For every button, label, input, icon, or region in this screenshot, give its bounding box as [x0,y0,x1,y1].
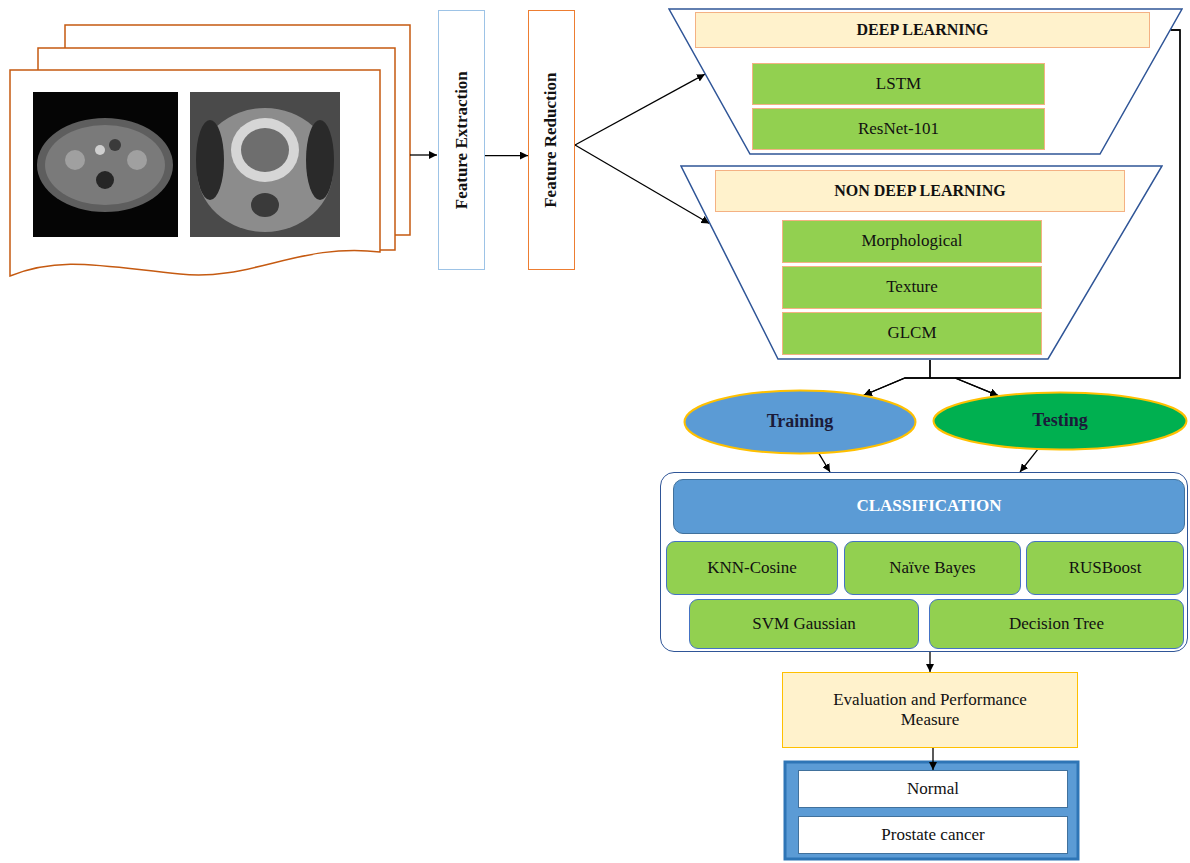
mri-muscle [196,120,224,200]
node-label: Feature Reduction [541,72,561,207]
classifier-box: Decision Tree [929,599,1184,649]
node-label: SVM Gaussian [752,614,855,634]
evaluation-box: Evaluation and Performance Measure [782,672,1078,748]
flow-arrow [930,360,998,396]
process-box: Feature Reduction [528,10,575,270]
ellipse-shape [934,393,1187,450]
flow-arrow [819,454,830,472]
mri-muscle [306,120,334,200]
flow-arrow [485,155,528,156]
classifier-panel: CLASSIFICATION KNN-Cosine Naïve Bayes RUSBo… [660,472,1188,652]
method-box: GLCM [782,312,1042,355]
classifier-box: KNN-Cosine [666,541,838,595]
mri-rectum [251,193,279,217]
header-band: NON DEEP LEARNING [715,170,1125,212]
flow-arrow [932,748,933,770]
flow-arrow [864,360,930,395]
phase-ellipse: Testing [932,391,1188,451]
method-box: Texture [782,266,1042,309]
input-arrow [410,154,437,155]
mri-organ [127,150,147,170]
mri-image [190,92,340,237]
classifier-box: RUSBoost [1026,541,1184,595]
node-label: Naïve Bayes [889,558,975,578]
mri-body [37,118,173,212]
mri-image [33,92,178,237]
mri-organ [95,145,105,155]
flow-arrow [1020,450,1038,472]
ellipse-shape [685,391,916,454]
method-box: Morphological [782,220,1042,263]
funnel-shape [669,9,1182,154]
mri-organ [109,139,121,151]
output-frame [785,762,1078,859]
funnel-group: NON DEEP LEARNING MorphologicalTextureGLC… [680,165,1163,360]
flow-arrow [575,145,709,224]
funnel-shape [681,166,1162,359]
node-label: DEEP LEARNING [856,20,988,39]
image-page [10,70,380,276]
flow-arrow [929,652,930,672]
node-label: LSTM [876,74,921,94]
process-box: Feature Extraction [438,10,485,270]
node-label: ResNet-101 [858,119,939,139]
funnel-group: DEEP LEARNING LSTM ResNet-101 [668,8,1183,155]
header-band: DEEP LEARNING [695,12,1150,48]
node-label: GLCM [887,323,936,343]
classifier-box: Naïve Bayes [844,541,1021,595]
node-label: Normal [907,779,959,799]
mri-prostate [241,128,289,172]
node-label: KNN-Cosine [707,558,797,578]
node-label: CLASSIFICATION [856,496,1001,516]
node-label: RUSBoost [1069,558,1142,578]
node-label: Prostate cancer [881,825,984,845]
node-label: NON DEEP LEARNING [834,181,1006,200]
node-label: Morphological [861,231,962,251]
phase-ellipse: Training [683,389,917,455]
node-label: Training [767,411,834,433]
mri-organ [65,150,85,170]
node-label: Feature Extraction [451,71,471,209]
classifier-box: SVM Gaussian [689,599,919,649]
mri-organ [45,125,165,205]
header-band: CLASSIFICATION [673,479,1185,534]
mri-body [197,108,333,232]
node-label: Testing [1032,410,1087,432]
node-label: Evaluation and Performance Measure [823,690,1037,731]
mri-spine [96,171,114,189]
output-box: Prostate cancer [798,816,1068,854]
output-box: Normal [798,770,1068,808]
node-label: Texture [886,277,938,297]
flow-arrow [575,74,705,145]
method-box: ResNet-101 [752,108,1045,150]
method-box: LSTM [752,63,1045,105]
node-label: Decision Tree [1009,614,1104,634]
mri-prostate [231,118,299,182]
